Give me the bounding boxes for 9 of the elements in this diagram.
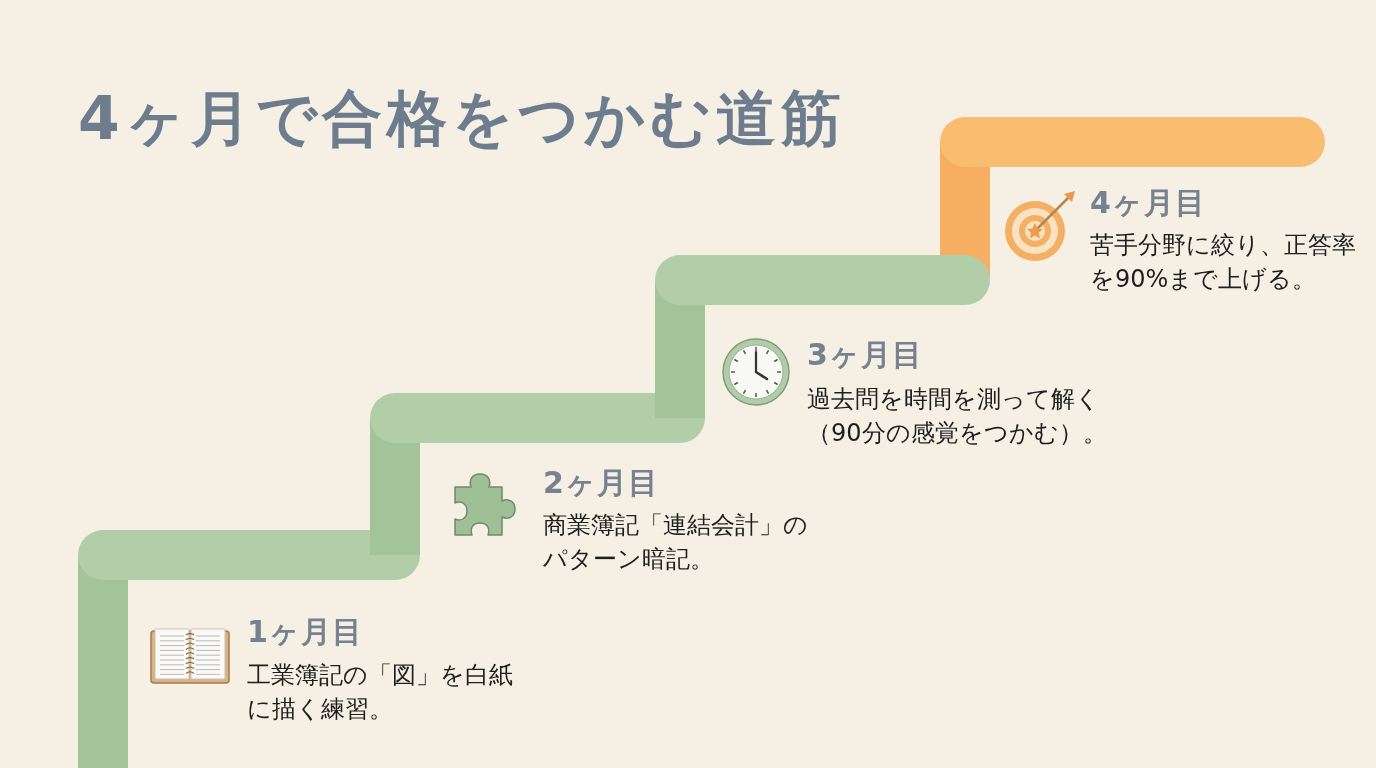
step-heading: 3ヶ月目 [807,336,923,374]
step-description: 工業簿記の「図」を白紙に描く練習。 [247,660,514,725]
step-description: 過去問を時間を測って解く（90分の感覚をつかむ）。 [807,384,1108,449]
step-heading: 1ヶ月目 [247,613,363,651]
step-description: 苦手分野に絞り、正答率を90%まで上げる。 [1090,230,1357,295]
step-heading: 2ヶ月目 [543,464,659,502]
diagram-title: 4ヶ月で合格をつかむ道筋 [78,82,846,154]
step-description: 商業簿記「連結会計」のパターン暗記。 [543,510,809,575]
step-heading: 4ヶ月目 [1090,184,1206,222]
